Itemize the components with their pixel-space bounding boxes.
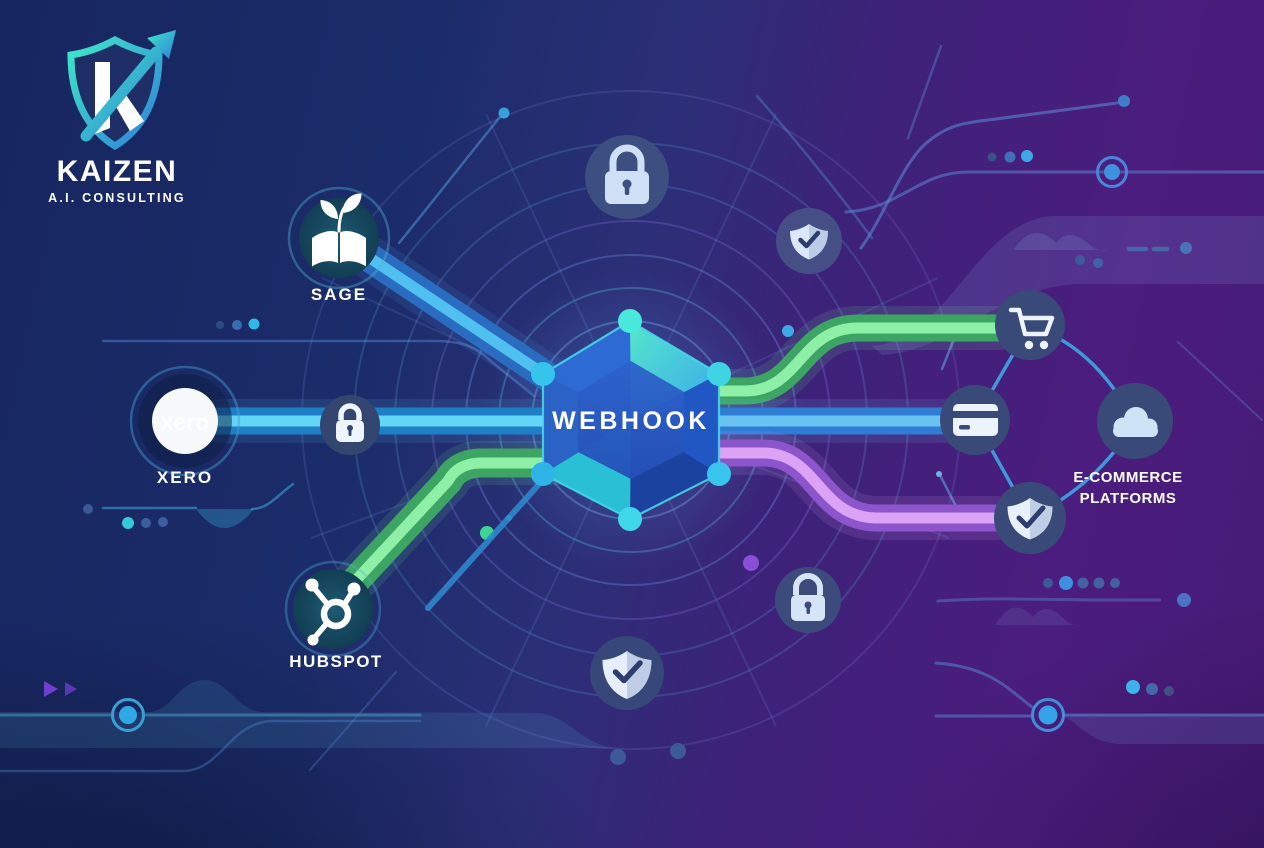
xero-label: XERO [157,468,213,487]
triangle-marker [65,682,77,696]
circuit-decor-left [83,482,295,529]
hubspot-node [284,560,382,658]
cloud-icon [1113,407,1158,437]
shield-check-icon [602,651,652,699]
brand-subtitle: A.I. CONSULTING [48,191,186,205]
padlock-top [585,135,669,219]
padlock-on-pipe [320,395,380,455]
xero-wordmark: xero [161,409,210,435]
circuit-decor-bottom-left [0,671,618,773]
cart-node [995,290,1065,360]
growth-arrow-icon [80,30,176,142]
hubspot-label: HUBSPOT [289,652,383,671]
padlock-bottom-right [775,567,841,633]
xero-logo-circle [152,388,218,454]
padlock-icon [605,144,649,204]
hexagon-vertex-nodes [531,309,731,531]
shield-check-icon [1007,498,1053,540]
ring-node [111,698,145,732]
sage-node [287,186,391,290]
xero-node: xero [129,365,241,477]
blue-dot [782,325,794,337]
circuit-decor-bottom-right [934,576,1264,744]
webhook-hub: WEBHOOK [531,309,731,531]
ecommerce-cluster [940,290,1173,554]
hubspot-sprocket-icon [305,578,361,646]
line-end-dot [498,107,510,119]
brand-name: KAIZEN [57,155,178,188]
cloud-node [1097,383,1173,459]
ecommerce-label-line2: PLATFORMS [1080,490,1177,507]
credit-card-icon [953,404,998,436]
shield-check-top-right [776,208,842,274]
sage-label: SAGE [311,285,367,304]
node-labels: XERO SAGE HUBSPOT E-COMMERCE PLATFORMS [157,285,1182,671]
open-book-sprout-icon [312,193,366,267]
card-node [940,385,1010,455]
padlock-icon [336,403,364,442]
purple-dot [743,555,759,571]
circuit-decor-top-left [101,107,536,398]
shield-check-icon [790,224,828,260]
brand-logo: KAIZEN A.I. CONSULTING [48,30,186,205]
triangle-marker [44,681,58,697]
thin-diagonal-line [425,470,552,611]
webhook-label: WEBHOOK [552,407,710,435]
shield-check-bottom-center [590,636,664,710]
shopping-cart-icon [1008,307,1055,350]
ecommerce-label-line1: E-COMMERCE [1073,469,1182,486]
ring-node [1096,156,1128,188]
shield-node [994,482,1066,554]
padlock-icon [791,573,825,621]
